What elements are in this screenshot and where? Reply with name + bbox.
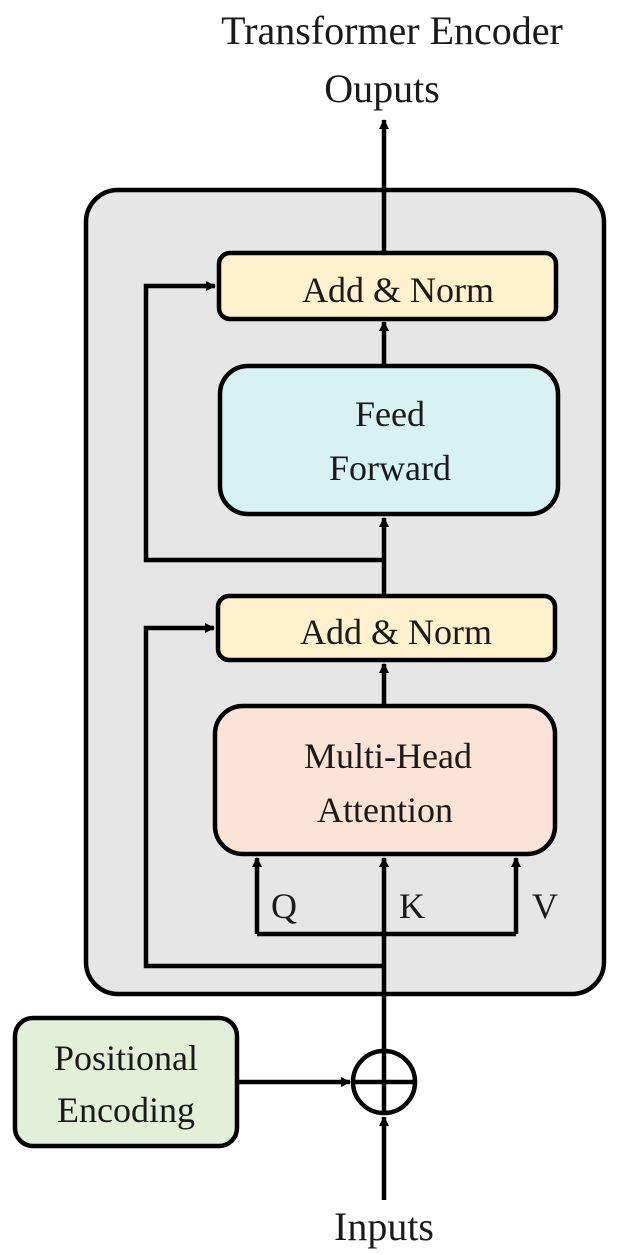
- multi-head-attention-box: [212, 703, 558, 857]
- add-norm-bottom-box: [215, 593, 558, 663]
- positional-encoding-label-line-1: Positional: [54, 1038, 198, 1078]
- feed-forward-box: [217, 363, 561, 517]
- feed-forward-label-line-2: Forward: [329, 448, 451, 488]
- feed-forward-label-line-1: Feed: [355, 394, 425, 434]
- multi-head-attention-label-line-2: Attention: [317, 790, 453, 830]
- add-operation-icon: [350, 1048, 418, 1116]
- add-norm-bottom-label: Add & Norm: [300, 612, 492, 652]
- positional-encoding-label-line-2: Encoding: [57, 1090, 195, 1130]
- v-label: V: [532, 886, 558, 926]
- add-norm-top-box: [216, 250, 559, 322]
- k-label: K: [399, 886, 425, 926]
- multi-head-attention-label-line-1: Multi-Head: [304, 736, 472, 776]
- title-line-2: Ouputs: [324, 66, 440, 111]
- add-norm-top-label: Add & Norm: [302, 270, 494, 310]
- title-line-1: Transformer Encoder: [221, 8, 563, 53]
- inputs-label: Inputs: [334, 1204, 434, 1249]
- q-label: Q: [271, 886, 297, 926]
- residual-connection-bottom: [143, 623, 384, 969]
- residual-connection-top: [143, 281, 384, 563]
